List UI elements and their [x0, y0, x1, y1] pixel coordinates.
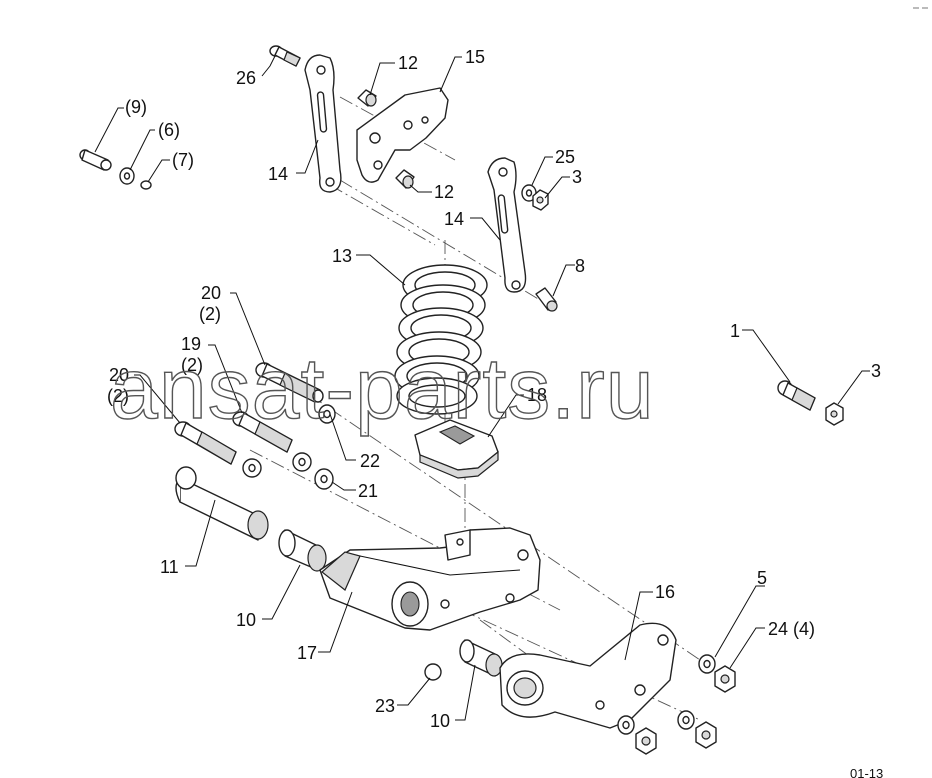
callout-15: 15 — [465, 47, 485, 67]
callout-14-right: 14 — [444, 209, 464, 229]
swing-arm-17 — [319, 527, 541, 631]
coil-spring-13 — [394, 264, 488, 415]
leader-lines — [94, 55, 870, 721]
washer-22 — [292, 452, 312, 472]
watermark-text: ansat-parts.ru — [110, 341, 655, 437]
nut-24-lower-right — [695, 721, 717, 749]
washer-5-upper — [698, 654, 716, 674]
callout-14-left: 14 — [268, 164, 288, 184]
callout-16: 16 — [655, 582, 675, 602]
callout-20-upper-qty: (2) — [199, 304, 221, 324]
callout-12-top: 12 — [398, 53, 418, 73]
washer-5-lower-left — [617, 715, 635, 735]
washer-upper — [318, 404, 336, 424]
callout-19: 19 — [181, 334, 201, 354]
callout-6: (6) — [158, 120, 180, 140]
callout-3-right: 3 — [871, 361, 881, 381]
callout-13: 13 — [332, 246, 352, 266]
callout-1: 1 — [730, 321, 740, 341]
callout-23: 23 — [375, 696, 395, 716]
callout-7: (7) — [172, 150, 194, 170]
nut-3-right — [825, 402, 844, 426]
pin-12-lower — [395, 169, 415, 189]
callout-24: 24 (4) — [768, 619, 815, 639]
nut-24-lower-left — [635, 727, 657, 755]
bolt-20-upper — [255, 362, 324, 403]
nut-24-upper — [714, 665, 736, 693]
bolt-19 — [232, 411, 293, 453]
callout-25: 25 — [555, 147, 575, 167]
callout-19-qty: (2) — [181, 355, 203, 375]
pin-9 — [79, 149, 112, 171]
callout-10-lower: 10 — [430, 711, 450, 731]
callout-20-upper: 20 — [201, 283, 221, 303]
nut-3-top — [532, 189, 549, 211]
callout-8: 8 — [575, 256, 585, 276]
washer-21 — [314, 468, 334, 490]
bolt-20-lower — [174, 421, 237, 465]
callout-3-top: 3 — [572, 167, 582, 187]
bolt-1 — [777, 380, 816, 411]
bracket-16 — [499, 622, 677, 729]
bolt-26 — [269, 45, 301, 67]
callout-12-lower: 12 — [434, 182, 454, 202]
callout-20-lower: 20 — [109, 365, 129, 385]
bracket-15 — [356, 87, 449, 183]
callout-22: 22 — [360, 451, 380, 471]
callout-9: (9) — [125, 97, 147, 117]
callout-10-upper: 10 — [236, 610, 256, 630]
pin-12-top — [357, 89, 377, 107]
washer-5-lower-right — [677, 710, 695, 730]
washer-6 — [119, 167, 135, 185]
callout-11: 11 — [160, 557, 179, 577]
clip-7 — [140, 180, 152, 190]
tube-11 — [175, 466, 269, 541]
corner-code: 01-13 — [850, 766, 883, 778]
callout-26: 26 — [236, 68, 256, 88]
callout-labels: 26 12 15 (9) (6) (7) 14 12 25 3 14 13 8 … — [107, 47, 881, 731]
spring-seat-18 — [414, 419, 499, 479]
plug-23 — [424, 663, 442, 681]
callout-17: 17 — [297, 643, 317, 663]
callout-5: 5 — [757, 568, 767, 588]
link-arm-14-right — [487, 157, 527, 293]
callout-18: 18 — [527, 385, 547, 405]
washer-22-left — [242, 458, 262, 478]
callout-21: 21 — [358, 481, 378, 501]
link-arm-14-left — [304, 54, 342, 193]
bushing-10-upper — [278, 529, 327, 572]
callout-20-lower-qty: (2) — [107, 386, 129, 406]
pin-8 — [535, 287, 558, 312]
bushing-10-lower — [459, 639, 503, 677]
